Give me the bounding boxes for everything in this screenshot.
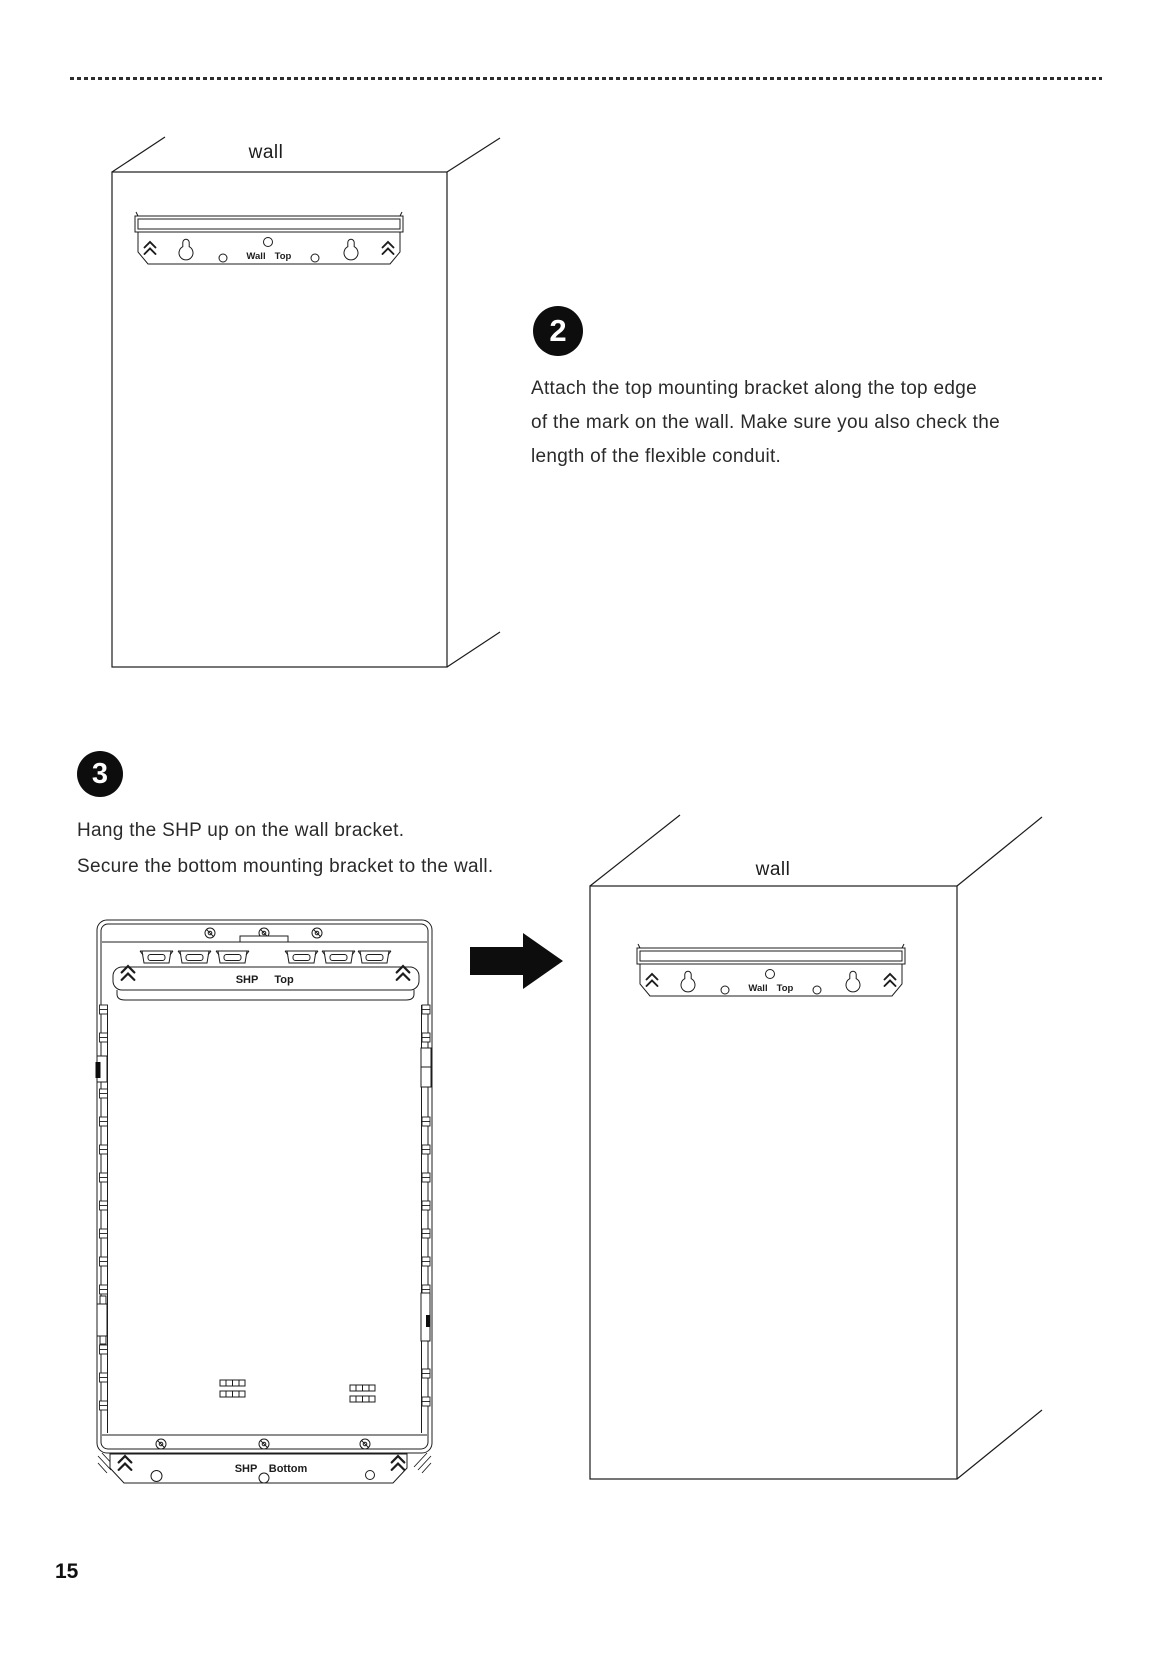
wall-label: wall [248,142,284,163]
wall-outline [589,814,1043,1480]
shp-unit-diagram: SHP Top [95,919,433,1484]
step-2-line-2: of the mark on the wall. Make sure you a… [531,412,1000,433]
step-2-line-1: Attach the top mounting bracket along th… [531,378,977,399]
step-2-number: 2 [549,313,567,348]
screw-icon [311,927,323,939]
screw-hole [150,1470,163,1482]
wall-diagram-right: wall [589,814,1043,1480]
step-3-text: Hang the SHP up on the wall bracket. Sec… [77,813,617,885]
step-3-number: 3 [91,757,109,790]
shp-top-label-top: Top [274,974,294,986]
shp-outer-shell [96,919,433,1454]
side-latches [95,1047,432,1345]
screw-icon [204,927,216,939]
top-mounting-bracket [637,944,905,996]
wall-diagram-left: wall [111,136,501,668]
top-mounting-bracket [135,212,403,264]
screw-icon [359,1438,371,1450]
screw-icon [155,1438,167,1450]
arrow-right-icon [470,933,563,989]
step-2-line-3: length of the flexible conduit. [531,446,782,467]
shp-top-bracket: SHP Top [112,965,420,1001]
step-3-line-1: Hang the SHP up on the wall bracket. [77,820,405,841]
shp-top-label-shp: SHP [236,974,259,986]
shp-bottom-label-shp: SHP [235,1463,258,1475]
wall-label: wall [755,859,791,880]
shp-bottom-bracket: SHP Bottom [109,1453,408,1484]
step-2-text: Attach the top mounting bracket along th… [531,372,1051,474]
dashed-divider [70,77,1102,80]
top-handle [239,935,289,943]
step-3-badge: 3 [77,751,123,797]
shp-bottom-label-bottom: Bottom [269,1463,308,1475]
screw-icon [258,1438,270,1450]
screw-hole [258,1472,270,1484]
page-number: 15 [55,1560,79,1583]
step-3-line-2: Secure the bottom mounting bracket to th… [77,856,494,877]
step-2-badge: 2 [533,306,583,356]
screw-hole [365,1470,375,1480]
